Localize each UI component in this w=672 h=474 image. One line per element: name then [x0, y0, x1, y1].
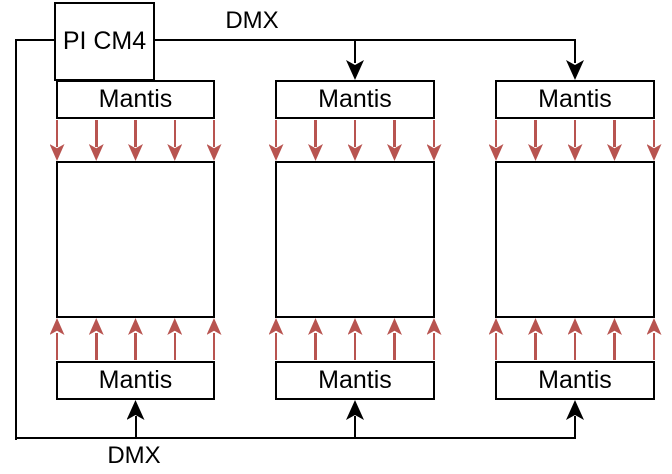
dmx-arrow-bottom-shaft-3	[574, 416, 576, 438]
panel-box-3	[495, 161, 655, 318]
signal-arrow-down-shaft-1	[173, 119, 176, 147]
signal-arrow-up-shaft-3	[613, 333, 616, 360]
signal-arrow-up-shaft-2	[393, 333, 396, 360]
signal-arrow-down-icon	[488, 144, 504, 161]
mantis-bottom-box-3: Mantis	[495, 361, 655, 400]
dmx-label-top: DMX	[225, 7, 279, 34]
dmx-bus-left-line	[15, 39, 17, 440]
signal-arrow-up-shaft-3	[534, 333, 537, 360]
signal-arrow-up-shaft-2	[353, 333, 357, 360]
signal-arrow-up-shaft-3	[494, 333, 498, 360]
panel-box-2	[275, 161, 435, 318]
signal-arrow-up-shaft-1	[134, 333, 137, 360]
mantis-top-box-3: Mantis	[495, 80, 655, 119]
signal-arrow-down-shaft-2	[353, 119, 357, 147]
signal-arrow-up-shaft-2	[314, 333, 317, 360]
signal-arrow-down-shaft-2	[393, 119, 396, 147]
signal-arrow-down-shaft-2	[432, 119, 436, 147]
panel-box-1	[56, 161, 215, 318]
signal-arrow-down-shaft-1	[95, 119, 98, 147]
dmx-arrow-down-icon	[566, 60, 584, 80]
signal-arrow-down-icon	[167, 144, 183, 161]
dmx-bus-bottom-line	[15, 437, 576, 439]
dmx-arrow-bottom-shaft-1	[134, 416, 137, 438]
signal-arrow-down-icon	[128, 144, 143, 161]
signal-arrow-down-shaft-1	[134, 119, 137, 147]
signal-arrow-down-shaft-2	[314, 119, 317, 147]
signal-arrow-down-icon	[49, 144, 65, 161]
mantis-top-box-2: Mantis	[275, 80, 435, 119]
signal-arrow-up-shaft-1	[95, 333, 98, 360]
dmx-label-bottom: DMX	[107, 442, 161, 469]
signal-arrow-up-shaft-3	[573, 333, 577, 360]
pi-cm4-box: PI CM4	[54, 2, 155, 81]
signal-arrow-up-shaft-1	[173, 333, 176, 360]
signal-arrow-down-shaft-3	[573, 119, 577, 147]
signal-arrow-down-icon	[426, 144, 442, 161]
signal-arrow-down-icon	[88, 144, 104, 161]
signal-arrow-down-icon	[268, 144, 284, 161]
signal-arrow-down-shaft-2	[274, 119, 278, 147]
signal-arrow-up-shaft-1	[55, 333, 59, 360]
dmx-arrow-bottom-shaft-2	[354, 416, 356, 438]
signal-arrow-down-icon	[528, 144, 543, 161]
signal-arrow-down-icon	[347, 144, 363, 161]
dmx-arrow-down-icon	[346, 60, 364, 80]
signal-arrow-down-shaft-3	[494, 119, 498, 147]
signal-arrow-down-shaft-3	[652, 119, 656, 147]
mantis-top-box-1: Mantis	[56, 80, 215, 119]
signal-arrow-up-shaft-2	[274, 333, 278, 360]
signal-arrow-down-shaft-1	[55, 119, 59, 147]
signal-arrow-down-icon	[206, 144, 222, 161]
signal-arrow-up-shaft-2	[432, 333, 436, 360]
mantis-bottom-box-1: Mantis	[56, 361, 215, 400]
signal-arrow-down-icon	[387, 144, 402, 161]
signal-arrow-down-icon	[308, 144, 323, 161]
signal-arrow-down-icon	[567, 144, 583, 161]
signal-arrow-down-shaft-1	[212, 119, 216, 147]
dmx-arrow-top-shaft-2	[354, 41, 356, 63]
signal-arrow-up-shaft-1	[212, 333, 216, 360]
mantis-bottom-box-2: Mantis	[275, 361, 435, 400]
pi-cm4-label: PI CM4	[62, 27, 147, 55]
dmx-arrow-top-shaft-3	[574, 41, 576, 63]
signal-arrow-down-shaft-3	[534, 119, 537, 147]
dmx-bus-top-line	[154, 39, 576, 41]
dmx-bus-left-stub-line	[15, 39, 56, 41]
signal-arrow-up-shaft-3	[652, 333, 656, 360]
signal-arrow-down-shaft-3	[613, 119, 616, 147]
signal-arrow-down-icon	[607, 144, 622, 161]
signal-arrow-down-icon	[646, 144, 662, 161]
